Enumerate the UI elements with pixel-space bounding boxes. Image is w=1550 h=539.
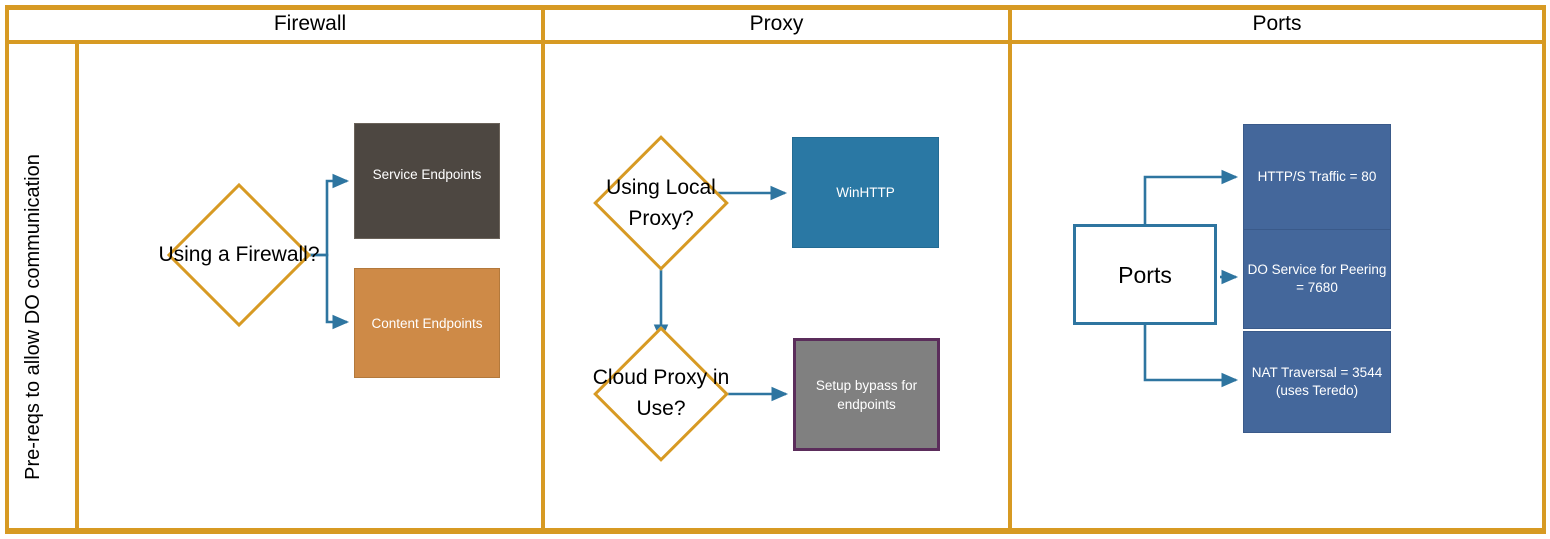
- frame-header-bottom-border: [5, 40, 1546, 44]
- divider-sidebar: [75, 44, 79, 528]
- frame-left-border: [5, 5, 9, 534]
- column-header-firewall: Firewall: [273, 12, 347, 35]
- box-setup-bypass[interactable]: Setup bypass for endpoints: [793, 338, 940, 451]
- divider-proxy-ports: [1008, 10, 1012, 528]
- box-content-endpoints[interactable]: Content Endpoints: [354, 268, 500, 378]
- box-http-traffic-port-label: HTTP/S Traffic = 80: [1257, 169, 1377, 184]
- box-service-endpoints-label: Service Endpoints: [372, 167, 482, 182]
- connector-ports-nat: [1143, 325, 1239, 388]
- frame-header-top-border: [5, 5, 1546, 10]
- column-header-ports: Ports: [1252, 12, 1302, 35]
- column-header-proxy: Proxy: [749, 12, 804, 35]
- box-service-endpoints[interactable]: Service Endpoints: [354, 123, 500, 239]
- box-http-traffic-port[interactable]: HTTP/S Traffic = 80: [1243, 124, 1391, 230]
- frame-right-border: [1542, 5, 1546, 534]
- box-winhttp[interactable]: WinHTTP: [792, 137, 939, 248]
- box-nat-traversal-port-label: NAT Traversal = 3544 (uses Teredo): [1251, 365, 1383, 398]
- connector-ports-http: [1143, 169, 1239, 224]
- frame-bottom-border: [5, 528, 1546, 534]
- box-winhttp-label: WinHTTP: [836, 185, 895, 200]
- box-do-service-peering-port-label: DO Service for Peering = 7680: [1247, 262, 1387, 295]
- box-content-endpoints-label: Content Endpoints: [371, 316, 483, 331]
- box-ports-source[interactable]: Ports: [1073, 224, 1217, 325]
- box-setup-bypass-label: Setup bypass for endpoints: [815, 377, 918, 412]
- divider-firewall-proxy: [541, 10, 545, 528]
- box-do-service-peering-port[interactable]: DO Service for Peering = 7680: [1243, 229, 1391, 329]
- box-nat-traversal-port[interactable]: NAT Traversal = 3544 (uses Teredo): [1243, 331, 1391, 433]
- box-ports-source-label: Ports: [1118, 261, 1172, 288]
